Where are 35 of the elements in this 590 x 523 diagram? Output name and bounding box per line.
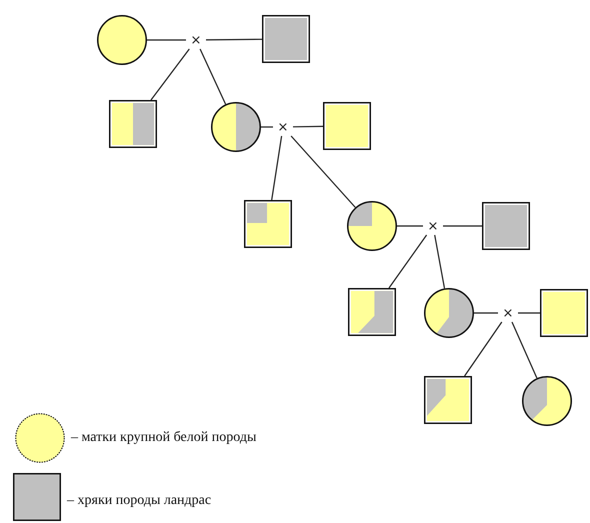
boar-square-symbol bbox=[262, 15, 310, 63]
connector-line bbox=[290, 136, 356, 208]
sow-circle-symbol bbox=[211, 102, 261, 152]
connector-line bbox=[464, 322, 502, 376]
boar-square-symbol bbox=[323, 102, 371, 150]
connector-line bbox=[293, 126, 323, 128]
boar-square-symbol bbox=[109, 100, 157, 148]
connector-line bbox=[474, 312, 498, 314]
connector-line bbox=[511, 322, 538, 378]
cross-sign: × bbox=[498, 304, 518, 322]
sow-circle-symbol bbox=[97, 15, 147, 65]
sow-circle-symbol bbox=[347, 201, 397, 251]
cross-sign: × bbox=[186, 31, 206, 49]
boar-square-symbol bbox=[482, 202, 530, 250]
connector-line bbox=[388, 234, 428, 288]
connector-line bbox=[261, 126, 273, 128]
connector-line bbox=[206, 38, 262, 40]
cross-sign: × bbox=[273, 118, 293, 136]
legend-text: – матки крупной белой породы bbox=[71, 430, 256, 446]
connector-line bbox=[443, 225, 482, 227]
cross-sign: × bbox=[423, 217, 443, 235]
boar-square-symbol bbox=[348, 288, 396, 336]
connector-line bbox=[200, 48, 226, 105]
sow-circle-symbol bbox=[522, 376, 572, 426]
legend-text: – хряки породы ландрас bbox=[67, 493, 212, 509]
connector-line bbox=[150, 48, 190, 100]
boar-square-symbol bbox=[244, 200, 292, 248]
connector-line bbox=[397, 225, 423, 227]
boar-square-symbol bbox=[424, 376, 472, 424]
sow-circle-symbol bbox=[424, 288, 474, 338]
connector-line bbox=[147, 39, 186, 41]
connector-line bbox=[434, 234, 446, 288]
connector-line bbox=[518, 312, 540, 314]
connector-line bbox=[271, 136, 282, 200]
boar-square-symbol bbox=[540, 289, 588, 337]
